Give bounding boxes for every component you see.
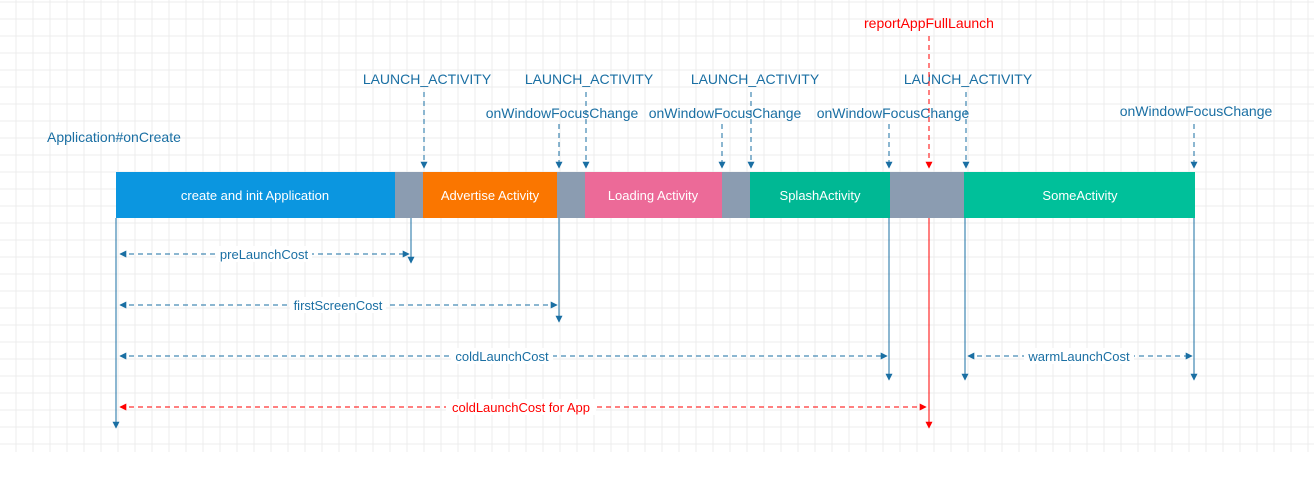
launch-activity-label-1: LAUNCH_ACTIVITY xyxy=(363,71,492,87)
cost-label-firstscreen: firstScreenCost xyxy=(294,298,383,313)
launch-activity-label-2: LAUNCH_ACTIVITY xyxy=(525,71,654,87)
application-oncreate-label: Application#onCreate xyxy=(47,129,181,145)
event-connectors xyxy=(420,92,1198,169)
measure-verticals xyxy=(112,218,1198,429)
report-app-full-launch-label: reportAppFullLaunch xyxy=(864,15,994,31)
window-focus-change-label-2: onWindowFocusChange xyxy=(649,105,802,121)
segment-label-create-app: create and init Application xyxy=(181,188,329,203)
segment-label-loading: Loading Activity xyxy=(608,188,699,203)
segment-label-advertise: Advertise Activity xyxy=(441,188,540,203)
cost-arrows xyxy=(119,250,1193,411)
segment-advertise xyxy=(423,172,557,218)
segment-splash xyxy=(750,172,890,218)
cost-label-prelaunch: preLaunchCost xyxy=(220,247,309,262)
segment-label-splash: SplashActivity xyxy=(780,188,861,203)
segment-label-some: SomeActivity xyxy=(1042,188,1118,203)
launch-activity-label-4: LAUNCH_ACTIVITY xyxy=(904,71,1033,87)
cost-label-warmlaunch: warmLaunchCost xyxy=(1027,349,1130,364)
event-labels: reportAppFullLaunch Application#onCreate… xyxy=(47,15,1272,145)
segment-loading xyxy=(585,172,722,218)
cost-label-coldlaunch-app: coldLaunchCost for App xyxy=(452,400,590,415)
launch-activity-label-3: LAUNCH_ACTIVITY xyxy=(691,71,820,87)
cost-label-coldlaunch: coldLaunchCost xyxy=(455,349,549,364)
segment-gap-4 xyxy=(890,172,964,218)
cost-labels: preLaunchCost firstScreenCost coldLaunch… xyxy=(216,246,1134,415)
timeline-bar: create and init Application Advertise Ac… xyxy=(116,172,1195,218)
segment-some xyxy=(964,172,1195,218)
segment-gap-1 xyxy=(395,172,423,218)
window-focus-change-label-3: onWindowFocusChange xyxy=(817,105,970,121)
segment-gap-3 xyxy=(722,172,750,218)
window-focus-change-label-1: onWindowFocusChange xyxy=(486,105,639,121)
segment-create-app xyxy=(116,172,395,218)
background-grid xyxy=(0,0,1314,452)
segment-gap-2 xyxy=(557,172,585,218)
window-focus-change-label-4: onWindowFocusChange xyxy=(1120,103,1273,119)
